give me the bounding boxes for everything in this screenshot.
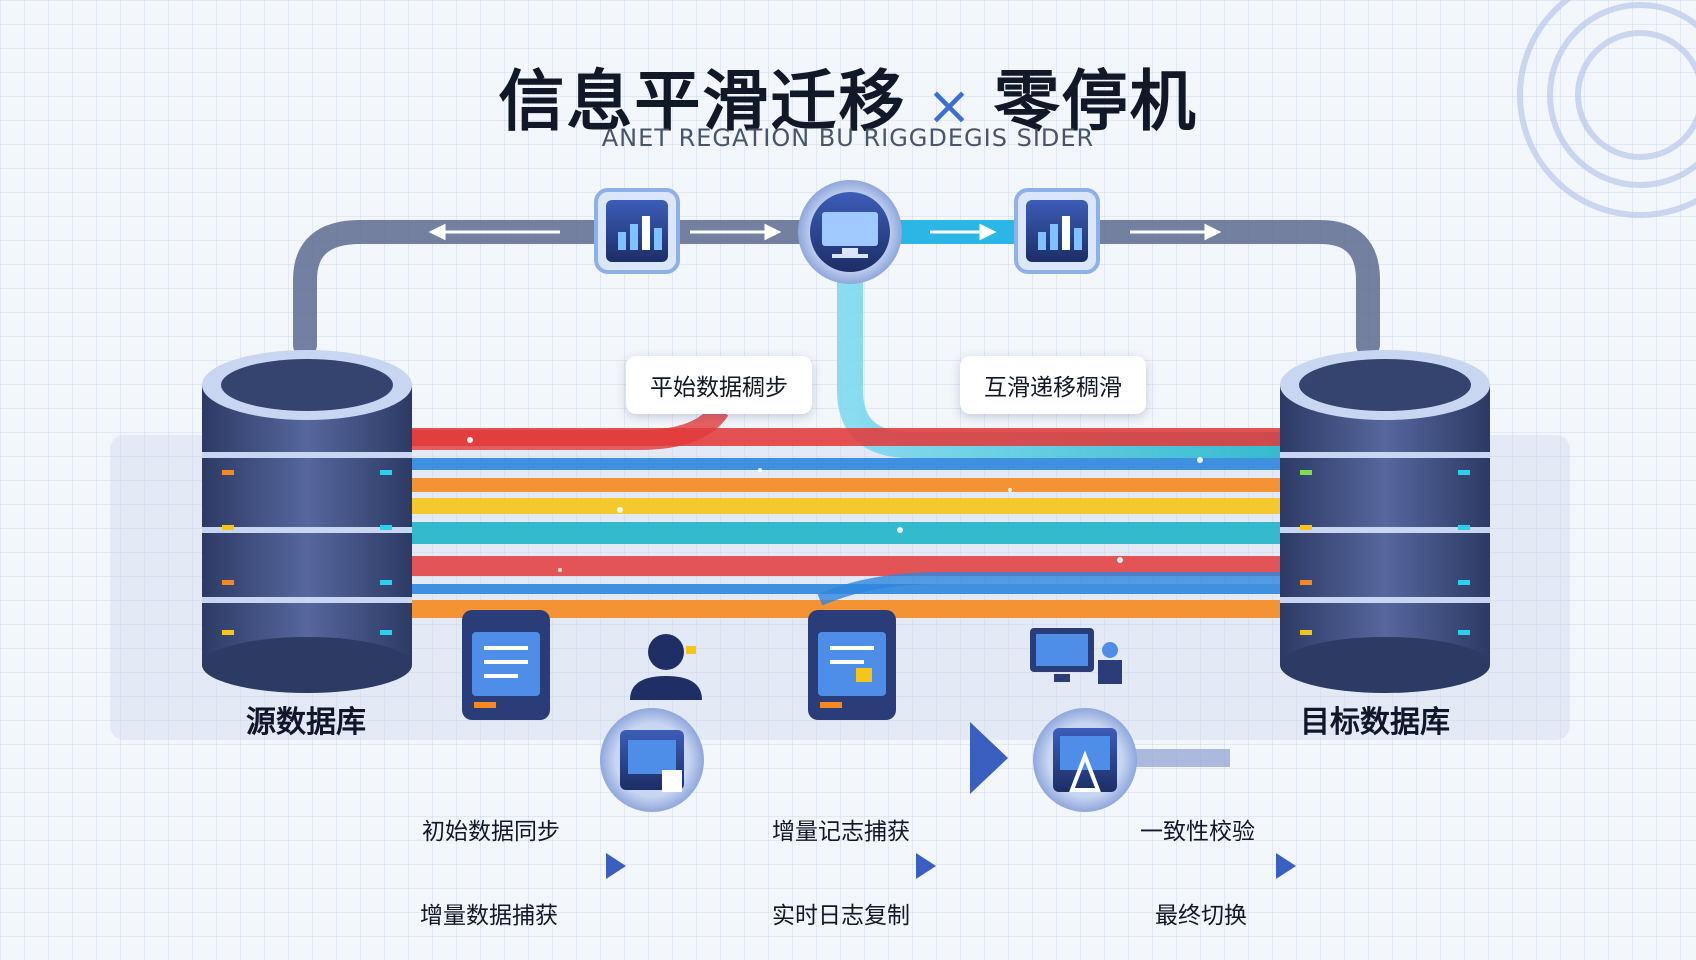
title-left: 信息平滑迁移 xyxy=(498,63,907,140)
title-right: 零停机 xyxy=(993,63,1198,140)
stream-red-2 xyxy=(400,556,1300,576)
blue-curve-up xyxy=(817,572,1290,606)
desktop-monitor-icon xyxy=(798,180,902,284)
step-top-2: 增量记志捕获 xyxy=(772,819,910,845)
target-database-icon xyxy=(1280,350,1490,693)
step-bottom-2: 实时日志复制 xyxy=(772,903,910,929)
stream-blue-1 xyxy=(400,458,1300,470)
document-panel-icon xyxy=(462,610,550,720)
process-arrow-head xyxy=(970,722,1008,794)
page-title: 信息平滑迁移 × 零停机 xyxy=(0,48,1696,144)
document-panel-icon-2 xyxy=(808,610,896,720)
monitor-chart-icon-2 xyxy=(1014,188,1100,274)
page-subtitle: ANET REGATION BU RIGGDEGIS SIDER xyxy=(601,124,1095,152)
stream-sparkles xyxy=(467,437,1203,572)
stream-yellow-1 xyxy=(400,498,1300,514)
user-support-icon xyxy=(630,634,702,700)
top-loop-arrows xyxy=(428,223,1222,241)
document-panel-icon-3 xyxy=(600,708,704,812)
stream-teal-1 xyxy=(400,522,1300,544)
callout-right: 互滑递移稠滑 xyxy=(960,356,1146,414)
callout-left: 平始数据稠步 xyxy=(626,356,812,414)
data-streams xyxy=(400,428,1300,618)
target-db-label: 目标数据库 xyxy=(1300,705,1450,740)
step-arrows xyxy=(430,853,1296,879)
source-database-icon xyxy=(202,350,412,693)
stream-orange-1 xyxy=(400,478,1300,492)
step-bottom-1: 增量数据捕获 xyxy=(420,903,558,929)
step-top-1: 初始数据同步 xyxy=(422,819,560,845)
step-bottom-3: 最终切换 xyxy=(1155,903,1247,929)
monitor-chart-icon xyxy=(594,188,680,274)
decor-rings xyxy=(1517,0,1696,218)
step-top-3: 一致性校验 xyxy=(1140,819,1255,845)
shield-check-icon xyxy=(1033,708,1137,812)
stream-orange-2 xyxy=(400,600,1300,618)
source-db-label: 源数据库 xyxy=(246,705,366,740)
title-cross: × xyxy=(926,74,974,137)
workstation-icon xyxy=(1030,628,1122,684)
stream-red-1 xyxy=(400,428,1300,446)
